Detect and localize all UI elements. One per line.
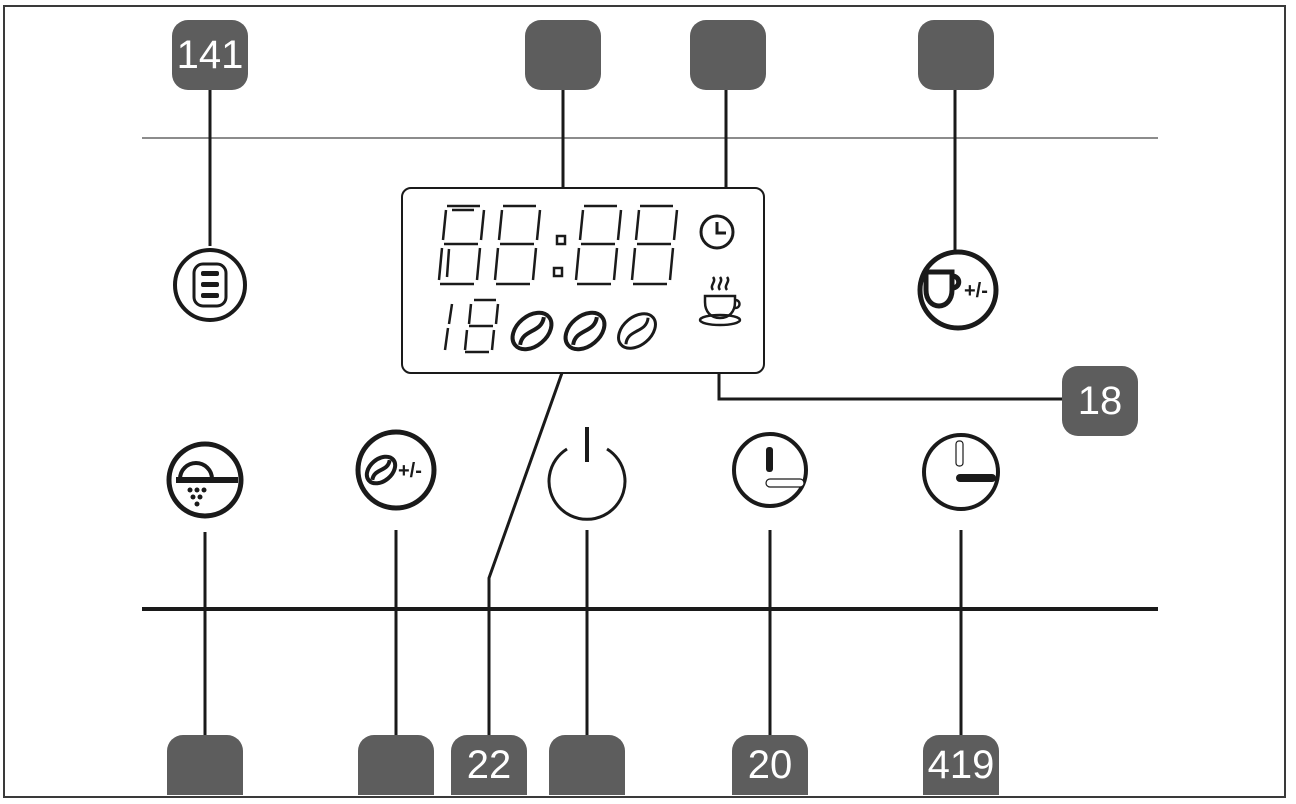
callout-bottom-2 [358,735,434,795]
menu-icon [201,271,219,298]
callout-top-3 [690,20,766,90]
callout-right: 18 [1062,366,1138,436]
small-cup-icon [765,447,805,488]
menu-button[interactable] [173,248,247,322]
lcd-small-digits [443,298,500,354]
double-cup-button[interactable] [922,433,1000,511]
callout-bottom-1 [167,735,243,795]
callout-top-4 [918,20,994,90]
cup-icon [923,269,962,309]
power-button[interactable] [547,427,627,521]
aroma-strength-label: +/- [398,460,422,482]
diagram-frame [3,5,1286,798]
callout-bottom-5: 20 [732,735,808,795]
callout-bottom-6: 419 [923,735,999,795]
bean-icon [563,310,607,352]
cup-size-button[interactable]: +/- [917,249,999,331]
power-icon [547,447,627,521]
hot-cup-icon [698,276,742,327]
bean-icon [617,312,657,350]
bean-icon [510,310,554,352]
ground-coffee-icon [176,461,238,507]
callout-bottom-3: 22 [451,735,527,795]
callout-top-2 [525,20,601,90]
large-cup-icon [955,440,996,482]
ground-coffee-button[interactable] [166,441,244,519]
single-cup-button[interactable] [732,432,808,508]
lcd-time-digits [437,204,679,286]
bean-strength-icons [510,310,657,352]
callout-bottom-4 [549,735,625,795]
aroma-strength-button[interactable]: +/- [355,429,437,511]
leader-bottom-3 [487,355,570,740]
callout-top-left: 141 [172,20,248,90]
cup-size-label: +/- [964,280,988,302]
clock-icon [699,214,735,250]
bean-icon [364,454,398,486]
leader-right [717,332,1062,401]
